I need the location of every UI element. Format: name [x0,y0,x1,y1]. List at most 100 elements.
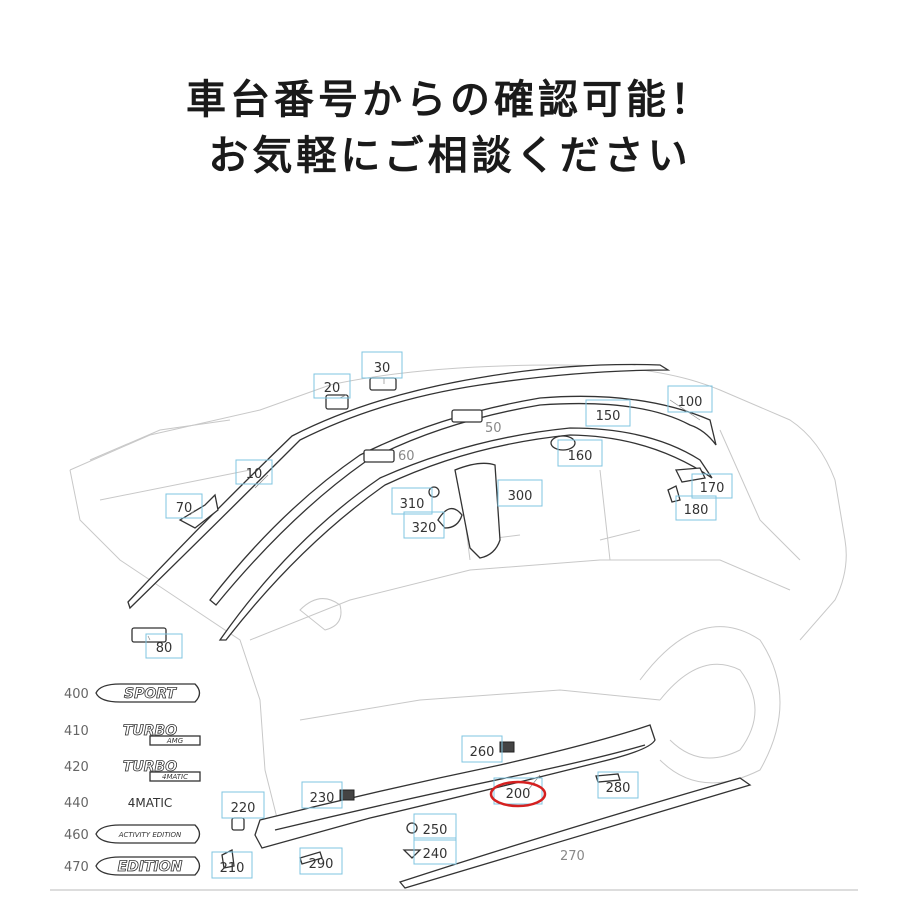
callout-label-260: 260 [470,745,495,760]
callout-290: 290 [299,847,343,875]
emblem-number: 410 [64,724,89,739]
callout-box-160 [557,439,603,467]
callout-label-240: 240 [423,847,448,862]
emblem-number: 460 [64,828,89,843]
callout-box-240 [413,837,457,865]
emblem-badge [95,824,201,844]
highlight-ring [489,780,547,808]
emblem-400: 400 SPORT [64,683,201,703]
callout-label-70: 70 [176,501,193,516]
callout-box-30 [361,351,403,379]
b-pillar-trim [454,462,501,559]
callout-label-150: 150 [596,409,621,424]
callout-150: 150 [585,399,631,427]
callout-280: 280 [597,771,639,799]
callout-label-100: 100 [678,395,703,410]
emblem-text: TURBO [123,759,177,775]
callout-label-290: 290 [309,857,334,872]
emblem-460: 460 ACTIVITY EDITION [64,824,201,844]
side-skirt [221,724,752,889]
callout-260: 260 [461,735,503,763]
roof-trim-strips [127,363,717,641]
headline-line-1: 車台番号からの確認可能！ [186,77,714,123]
emblem-text: SPORT [124,686,177,702]
callout-180: 180 [675,495,717,521]
callout-box-230 [301,781,343,809]
callout-box-280 [597,771,639,799]
callout-label-170: 170 [700,481,725,496]
callout-label-60: 60 [398,449,415,464]
callout-box-180 [675,495,717,521]
callout-240: 240 [413,837,457,865]
callout-box-290 [299,847,343,875]
callout-160: 160 [557,439,603,467]
callout-box-10 [235,459,273,485]
callout-box-210 [211,851,253,879]
emblem-number: 440 [64,796,89,811]
callout-270: 270 [560,849,585,864]
callout-label-280: 280 [606,781,631,796]
callout-170: 170 [691,473,733,499]
emblem-subtext: AMG [166,737,184,745]
callout-label-20: 20 [324,381,341,396]
callout-box-150 [585,399,631,427]
callout-box-320 [403,511,445,539]
callout-300: 300 [497,479,543,507]
callout-label-270: 270 [560,849,585,864]
callout-box-80 [145,633,183,659]
callout-10: 10 [235,459,273,485]
callout-80: 80 [145,633,183,659]
emblem-badge [95,683,201,703]
callout-50: 50 [485,421,502,436]
callout-box-200 [493,777,543,805]
emblem-text: EDITION [118,859,183,875]
emblem-440: 440 4MATIC [64,796,172,811]
callout-230: 230 [301,781,343,809]
callout-box-20 [313,373,351,399]
callout-310: 310 [391,487,433,515]
callout-label-300: 300 [508,489,533,504]
emblem-text: ACTIVITY EDITION [118,831,182,839]
callout-box-70 [165,493,203,519]
callout-30: 30 [361,351,403,379]
callout-label-220: 220 [231,801,256,816]
callout-label-200: 200 [506,787,531,802]
callout-label-210: 210 [220,861,245,876]
callout-box-100 [667,385,713,413]
callout-label-230: 230 [310,791,335,806]
emblem-text: TURBO [123,723,177,739]
callout-box-250 [413,813,457,841]
callout-box-310 [391,487,433,515]
callout-box-170 [691,473,733,499]
callout-200: 200 [489,777,547,808]
callout-box-220 [221,791,265,819]
emblem-text: 4MATIC [128,796,173,810]
emblem-number: 400 [64,687,89,702]
emblem-sub-plate [149,771,201,782]
car-outline [69,364,847,831]
callout-labels: 1020305060708010015016017018030031032020… [145,351,733,879]
callout-label-10: 10 [246,467,263,482]
callout-70: 70 [165,493,203,519]
emblem-number: 420 [64,760,89,775]
callout-label-310: 310 [400,497,425,512]
callout-250: 250 [413,813,457,841]
callout-60: 60 [398,449,415,464]
callout-label-50: 50 [485,421,502,436]
emblem-subtext: 4MATIC [162,773,188,781]
emblem-number: 470 [64,860,89,875]
callout-220: 220 [221,791,265,819]
callout-210: 210 [211,851,253,879]
emblem-470: 470 EDITION [64,856,201,876]
callout-label-250: 250 [423,823,448,838]
callout-label-80: 80 [156,641,173,656]
callout-label-160: 160 [568,449,593,464]
emblem-badge [95,856,201,876]
emblem-sub-plate [149,735,201,746]
headline-line-2: お気軽にご相談ください [208,133,692,179]
callout-label-180: 180 [684,503,709,518]
